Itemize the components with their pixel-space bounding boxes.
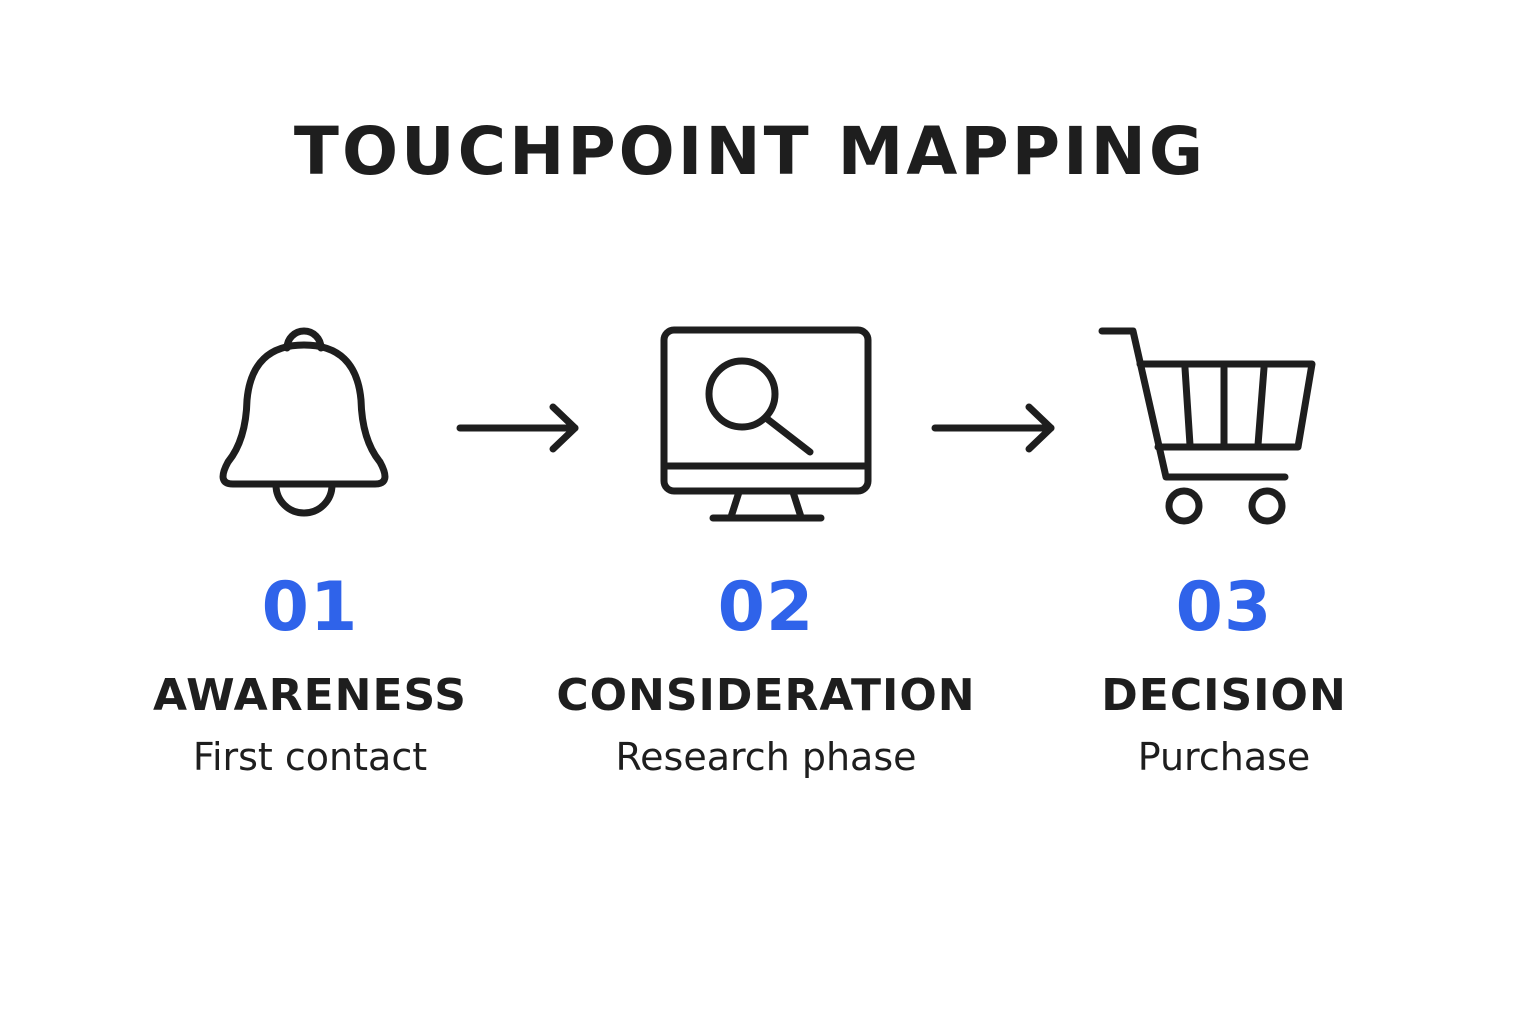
stage-name: CONSIDERATION: [556, 670, 976, 721]
stage-description: Purchase: [1137, 735, 1311, 779]
stage-number: 03: [1175, 568, 1273, 647]
arrow-right-icon: [450, 398, 590, 458]
arrow-right-icon: [926, 398, 1066, 458]
bell-icon: [200, 300, 410, 530]
stage-name: AWARENESS: [153, 670, 467, 721]
monitor-search-icon: [650, 320, 890, 535]
shopping-cart-icon: [1090, 320, 1330, 535]
stage-decision: 03 DECISION Purchase: [994, 566, 1454, 782]
stage-consideration: 02 CONSIDERATION Research phase: [536, 566, 996, 782]
stage-number: 01: [261, 568, 359, 647]
stage-awareness: 01 AWARENESS First contact: [80, 566, 540, 782]
stage-number: 02: [717, 568, 815, 647]
stage-name: DECISION: [1101, 670, 1347, 721]
stage-description: Research phase: [615, 735, 917, 779]
diagram-title: TOUCHPOINT MAPPING: [293, 113, 1207, 190]
stage-description: First contact: [192, 735, 428, 779]
